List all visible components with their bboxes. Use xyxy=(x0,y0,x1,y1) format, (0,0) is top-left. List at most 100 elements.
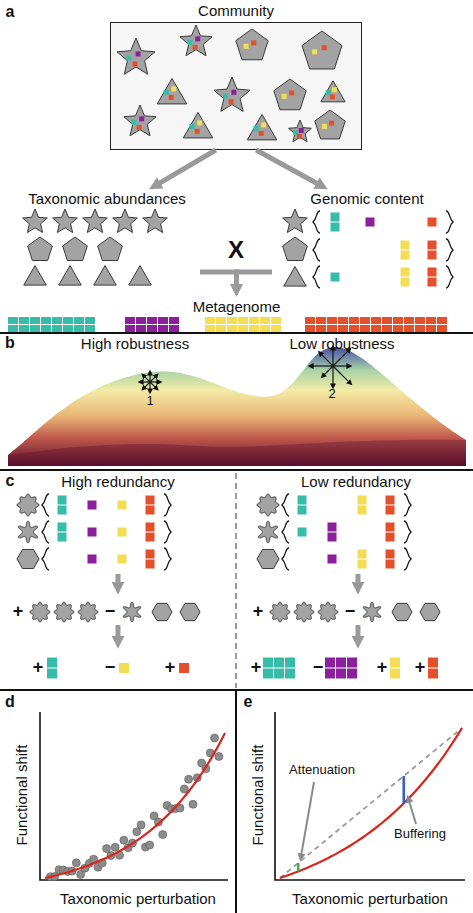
gene-square xyxy=(305,317,315,324)
gene-square xyxy=(263,658,273,668)
organism-star xyxy=(83,209,108,233)
perturbation-arrow xyxy=(333,366,349,382)
perturbation-arrow xyxy=(150,382,155,387)
gene-square xyxy=(297,134,302,139)
gene-square xyxy=(371,317,381,324)
gene-square xyxy=(223,94,228,99)
gene-square xyxy=(136,325,146,332)
organism-blob xyxy=(54,602,74,622)
brace xyxy=(446,239,453,261)
gene-square xyxy=(47,669,57,679)
organism-sblob xyxy=(258,521,277,543)
organism-pent xyxy=(302,31,342,69)
callout-number: 2 xyxy=(328,387,335,401)
gene-square xyxy=(216,325,226,332)
brace xyxy=(404,548,411,570)
gene-square xyxy=(299,128,304,133)
gene-square xyxy=(63,317,73,324)
gene-square xyxy=(127,56,132,61)
gene-square xyxy=(285,669,295,679)
gene-square xyxy=(146,496,155,505)
organism-sblob xyxy=(363,602,380,622)
organism-blob xyxy=(78,602,98,622)
gene-square xyxy=(227,317,237,324)
gene-square xyxy=(8,325,18,332)
gene-square xyxy=(437,317,447,324)
community-fill xyxy=(110,22,362,150)
gene-square xyxy=(404,317,414,324)
organism-pent xyxy=(63,237,88,261)
gene-square xyxy=(249,317,259,324)
gene-square xyxy=(52,317,62,324)
sign: + xyxy=(33,658,44,678)
attenuation-gap xyxy=(297,863,300,871)
gene-square xyxy=(312,49,317,54)
gene-square xyxy=(147,325,157,332)
gene-square xyxy=(428,218,437,227)
node-label: Community xyxy=(111,2,361,19)
organism-pent xyxy=(98,237,123,261)
gene-square xyxy=(401,241,410,250)
gene-square xyxy=(428,278,437,287)
gene-square xyxy=(347,658,357,668)
gene-square xyxy=(305,325,315,332)
perturbation-arrow xyxy=(332,350,333,366)
buffering-gap xyxy=(402,776,405,803)
perturbation-arrow xyxy=(145,382,150,387)
data-point xyxy=(189,800,197,808)
gene-square xyxy=(261,122,266,127)
flow-arrow xyxy=(237,272,273,285)
organism-hex xyxy=(420,603,440,620)
gene-square xyxy=(179,663,189,673)
perturbation-arrow xyxy=(332,366,333,384)
gene-square xyxy=(415,325,425,332)
gene-square xyxy=(249,325,259,332)
gene-square xyxy=(41,317,51,324)
organism-pent xyxy=(315,110,345,139)
organism-pent xyxy=(283,237,308,261)
brace xyxy=(404,521,411,543)
gene-square xyxy=(88,528,97,537)
peak-label: Low robustness xyxy=(289,336,394,353)
gene-square xyxy=(401,251,410,260)
organism-pent xyxy=(28,237,53,261)
flow-arrow xyxy=(116,625,121,637)
gene-square xyxy=(188,40,193,45)
gene-square xyxy=(195,129,200,134)
gene-square xyxy=(360,325,370,332)
panel-letter: e xyxy=(244,693,253,711)
dashed-divider xyxy=(235,473,237,688)
gene-square xyxy=(386,533,395,542)
peak-label: High robustness xyxy=(81,336,189,353)
flow-arrow xyxy=(256,150,317,184)
organism-hex xyxy=(257,549,279,568)
gene-square xyxy=(133,62,138,67)
gene-square xyxy=(327,317,337,324)
node-label: Taxonomic abundances xyxy=(14,190,200,207)
gene-square xyxy=(328,533,337,542)
gene-square xyxy=(349,325,359,332)
node-label: Metagenome xyxy=(4,298,469,315)
gene-square xyxy=(58,496,67,505)
gene-square xyxy=(325,669,335,679)
panel-divider xyxy=(235,690,237,913)
perturbation-arrow xyxy=(322,355,333,366)
gene-square xyxy=(132,120,137,125)
data-point xyxy=(111,843,119,851)
gene-square xyxy=(119,663,129,673)
gene-square xyxy=(404,325,414,332)
gene-square xyxy=(260,325,270,332)
gene-square xyxy=(282,94,287,99)
gene-square xyxy=(260,317,270,324)
community-box: Community xyxy=(110,22,362,150)
gene-square xyxy=(325,658,335,668)
gene-square xyxy=(85,317,95,324)
gene-square xyxy=(146,550,155,559)
sign: + xyxy=(253,602,264,622)
gene-square xyxy=(146,523,155,532)
gene-square xyxy=(227,325,237,332)
gene-square xyxy=(332,87,337,92)
gene-square xyxy=(428,241,437,250)
